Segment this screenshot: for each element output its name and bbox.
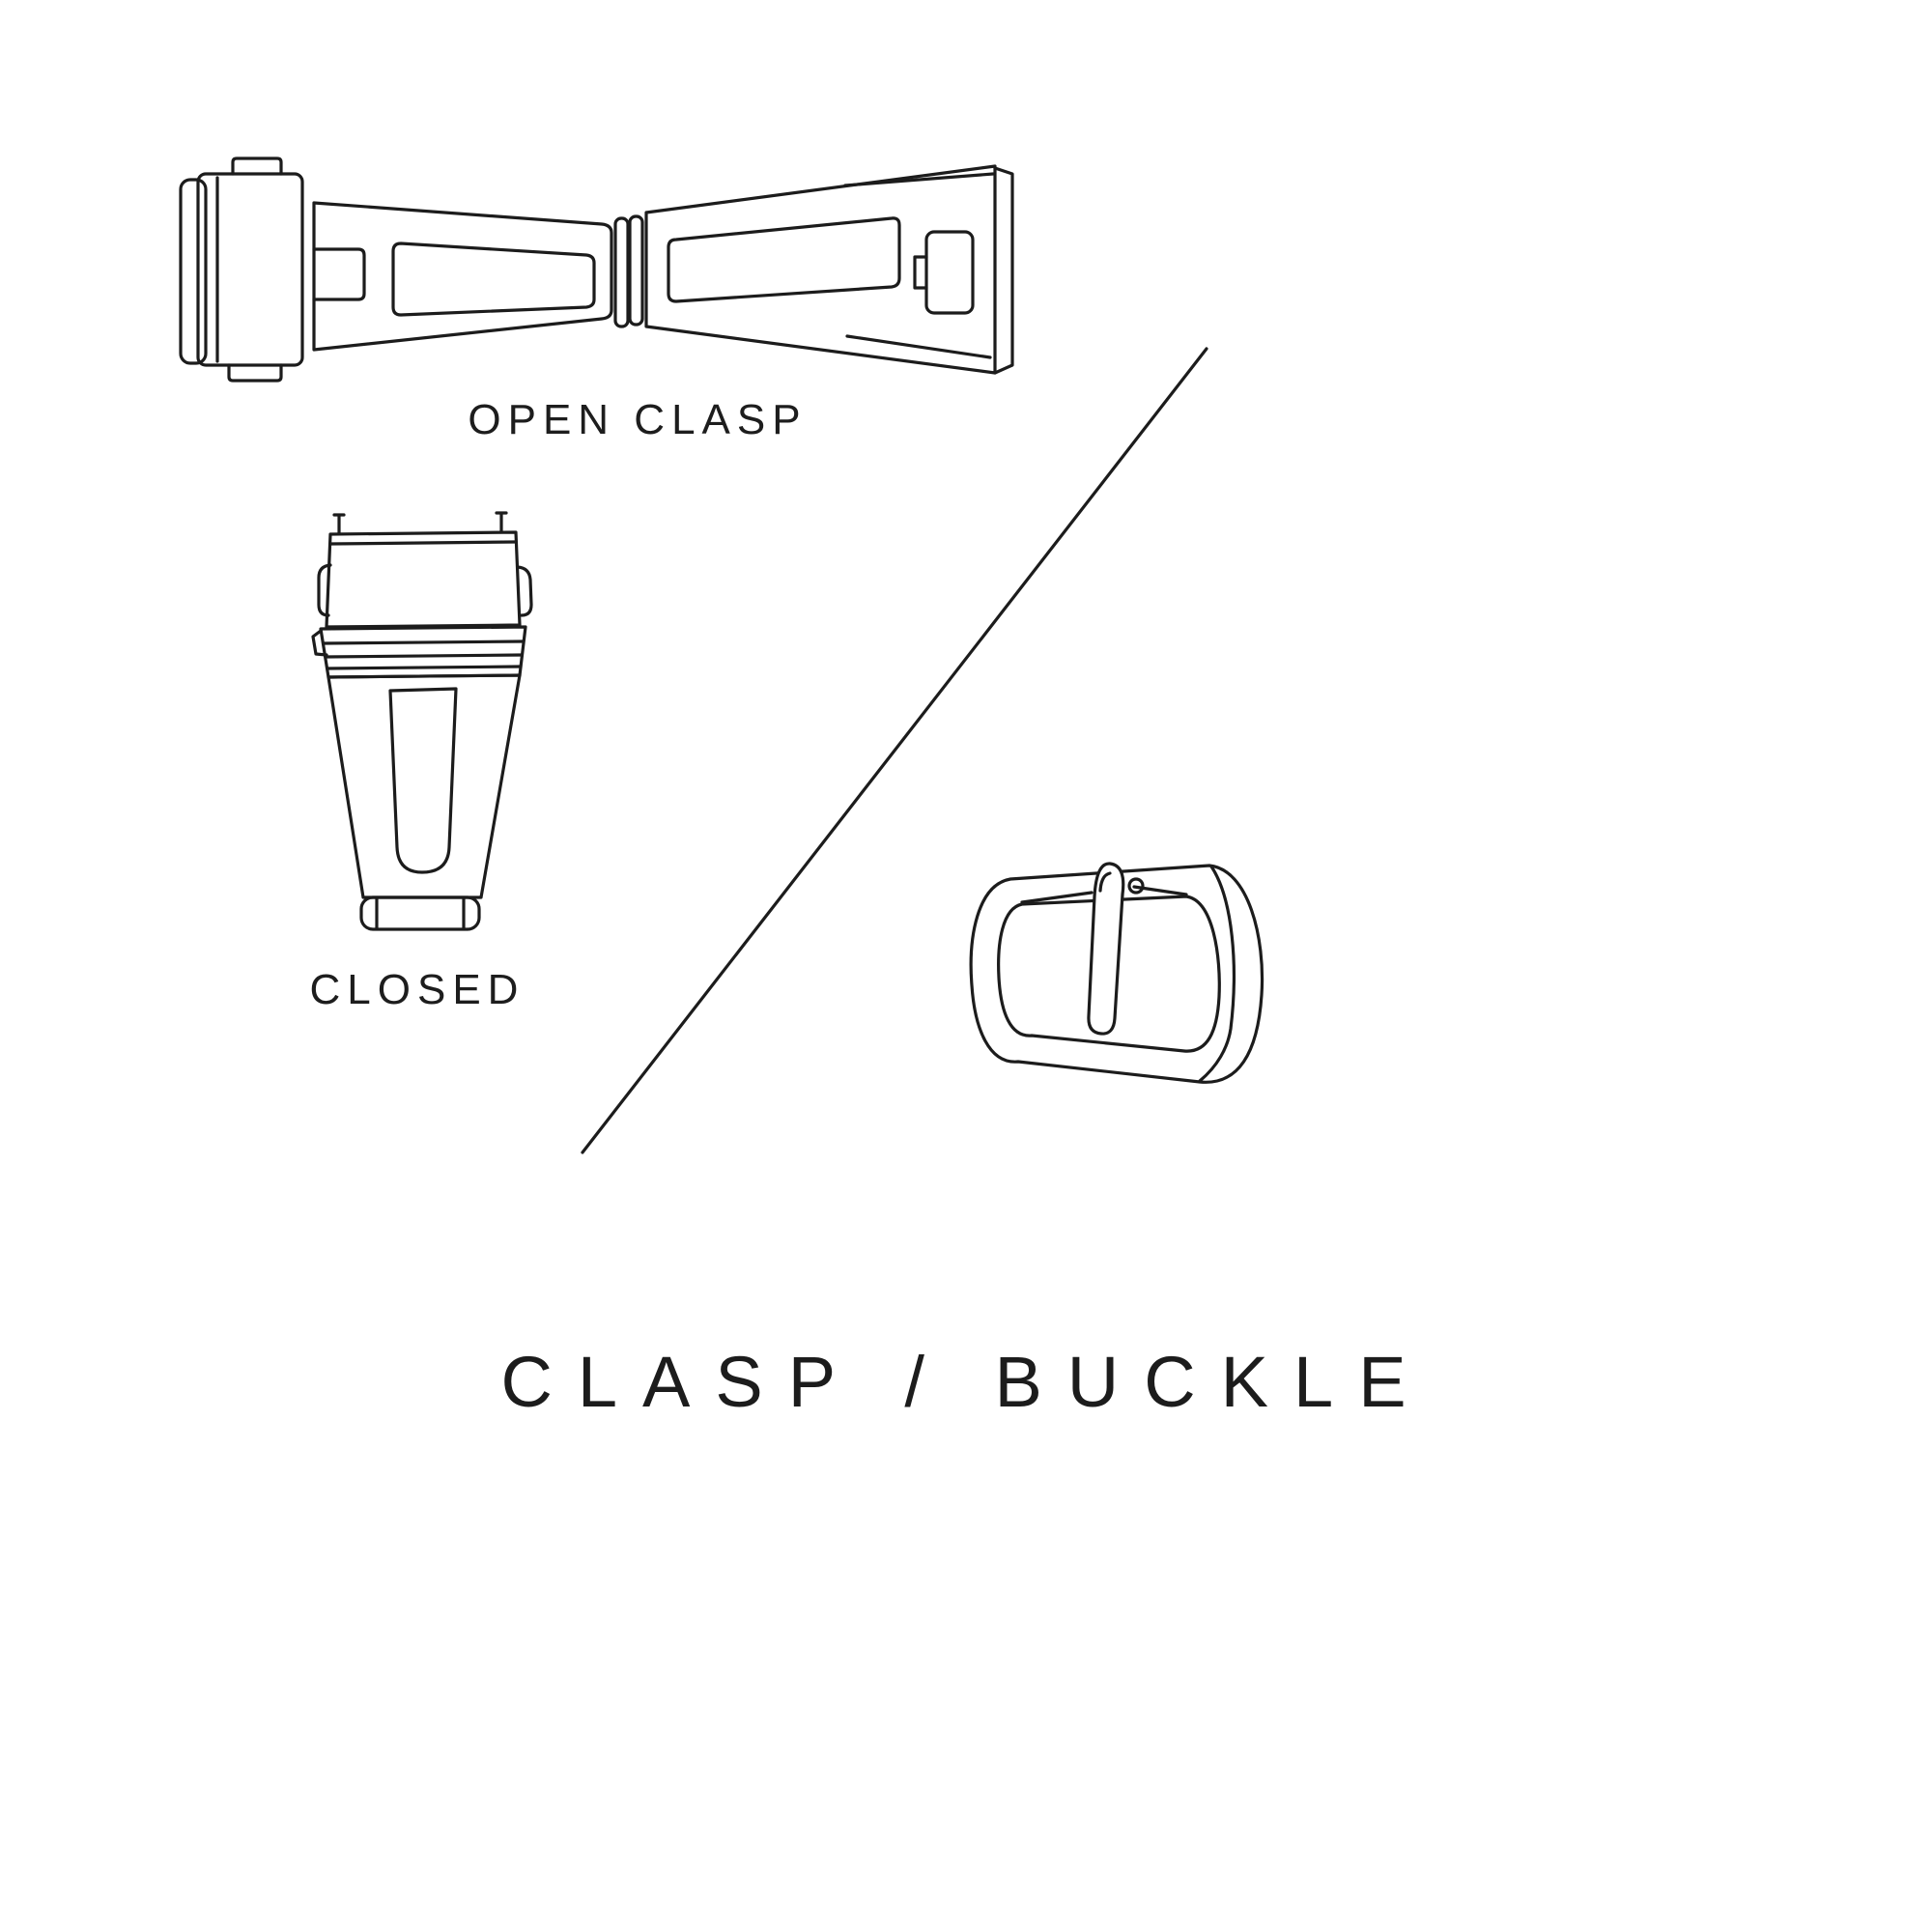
pin-buckle-drawing-icon: [969, 862, 1264, 1084]
buckle-illustration: [958, 850, 1287, 1111]
diagonal-divider: [576, 343, 1213, 1159]
diagonal-divider-line-icon: [581, 347, 1208, 1154]
open-clasp-drawing-icon: [179, 156, 1014, 383]
open-clasp-illustration: [169, 135, 1019, 396]
open-clasp-label: OPEN CLASP: [468, 396, 808, 443]
closed-clasp-drawing-icon: [311, 511, 533, 931]
closed-clasp-label: CLOSED: [309, 966, 526, 1013]
diagram-title: CLASP / BUCKLE: [500, 1342, 1432, 1422]
closed-clasp-illustration: [301, 507, 543, 937]
